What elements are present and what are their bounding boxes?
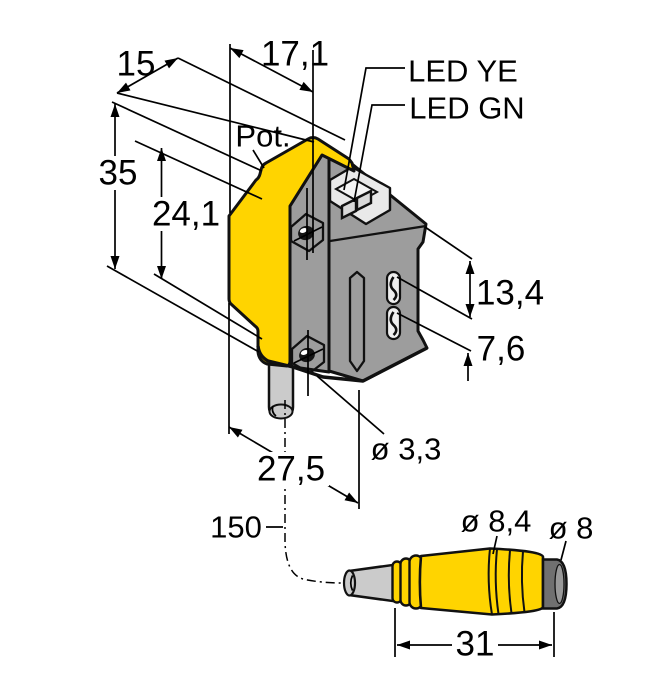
- arrow-13-bottom: [465, 304, 475, 317]
- hole-crosstick-bottom: [293, 348, 324, 364]
- arrow-15-left: [117, 82, 131, 93]
- arrow-24-bottom: [157, 266, 166, 279]
- dim-label-31: 31: [456, 625, 495, 664]
- head-crease-line: [329, 224, 427, 243]
- boot-groove-3: [520, 551, 526, 613]
- leader-led-ye: [343, 67, 405, 191]
- cable-stub-end-arc: [271, 405, 277, 417]
- arrow-17-left: [230, 48, 244, 59]
- mask-24: [149, 197, 223, 231]
- ext-line-76: [396, 312, 472, 352]
- hole-crosstick-top: [293, 226, 323, 242]
- ext-line-15-left: [116, 92, 315, 143]
- label-led-ye: LED YE: [408, 54, 518, 89]
- ext-line-13-top: [424, 226, 473, 260]
- arrow-31-right: [539, 640, 552, 650]
- leader-dia84: [492, 535, 498, 555]
- leader-dia33: [316, 375, 385, 435]
- body-bottom-edge: [256, 345, 428, 383]
- connector-tip-face: [554, 563, 565, 605]
- arrow-24-top: [157, 148, 166, 161]
- ext-line-13-bottom: [396, 276, 473, 320]
- label-led-gn: LED GN: [409, 91, 524, 126]
- optic-slot-lower: [385, 305, 402, 341]
- dim-label-27-5: 27,5: [257, 450, 325, 489]
- mask-27: [254, 452, 329, 486]
- arrow-13-top: [465, 261, 475, 274]
- arrow-76: [463, 353, 473, 366]
- dim-label-24-1: 24,1: [152, 195, 220, 234]
- leader-pot: [252, 149, 265, 169]
- sensor-body: [227, 136, 429, 420]
- lens-edge-facet: [348, 270, 366, 373]
- ext-line-24-top: [134, 140, 263, 200]
- dim-line-17: [229, 47, 314, 93]
- dim-label-15: 15: [117, 45, 156, 84]
- label-pot: Pot.: [235, 119, 290, 154]
- dim-label-dia-3-3: ø 3,3: [371, 432, 442, 467]
- dim-label-35: 35: [99, 154, 138, 193]
- mask-35: [94, 156, 142, 190]
- labels: 15 17,1 LED YE LED GN Pot. 35 24,1 13,4 …: [99, 35, 594, 664]
- arrow-35-bottom: [110, 256, 120, 269]
- connector-cable-end-arc: [349, 575, 354, 591]
- arrowheads: [110, 48, 552, 650]
- arrow-31-left: [397, 640, 410, 650]
- dim-label-dia-8-4: ø 8,4: [461, 504, 532, 539]
- dim-label-150: 150: [210, 510, 262, 545]
- sensor-cable-stub: [267, 360, 295, 420]
- ext-line-24-bottom: [153, 273, 263, 340]
- ext-line-35-bottom: [106, 265, 260, 353]
- arrow-17-right: [299, 81, 313, 92]
- arrow-15-right: [164, 58, 178, 69]
- optic-slot-upper: [385, 270, 402, 306]
- mask-31: [452, 627, 498, 661]
- connector-boot: [418, 547, 545, 616]
- arrow-35-top: [110, 104, 120, 117]
- led-window-green: [355, 189, 373, 212]
- ext-line-15-right: [177, 57, 346, 141]
- leader-dia8: [560, 540, 567, 561]
- arrow-27-left: [229, 427, 243, 438]
- dim-label-7-6: 7,6: [477, 330, 526, 369]
- boot-groove-1: [494, 549, 500, 615]
- leader-led-gn: [353, 104, 405, 203]
- boot-groove-0: [487, 548, 493, 615]
- ext-line-notch: [111, 101, 263, 172]
- cable-connector: [342, 547, 568, 616]
- dim-label-17-1: 17,1: [261, 35, 329, 74]
- boot-groove-2: [507, 550, 513, 614]
- dim-label-dia-8: ø 8: [549, 511, 594, 546]
- housing-yellow-face: [227, 136, 356, 368]
- text-masks: [94, 156, 498, 661]
- connector-cable-end: [342, 569, 357, 597]
- arrow-27-right: [344, 492, 358, 503]
- cable-length-centerline: [284, 400, 345, 584]
- dim-label-13-4: 13,4: [476, 274, 544, 313]
